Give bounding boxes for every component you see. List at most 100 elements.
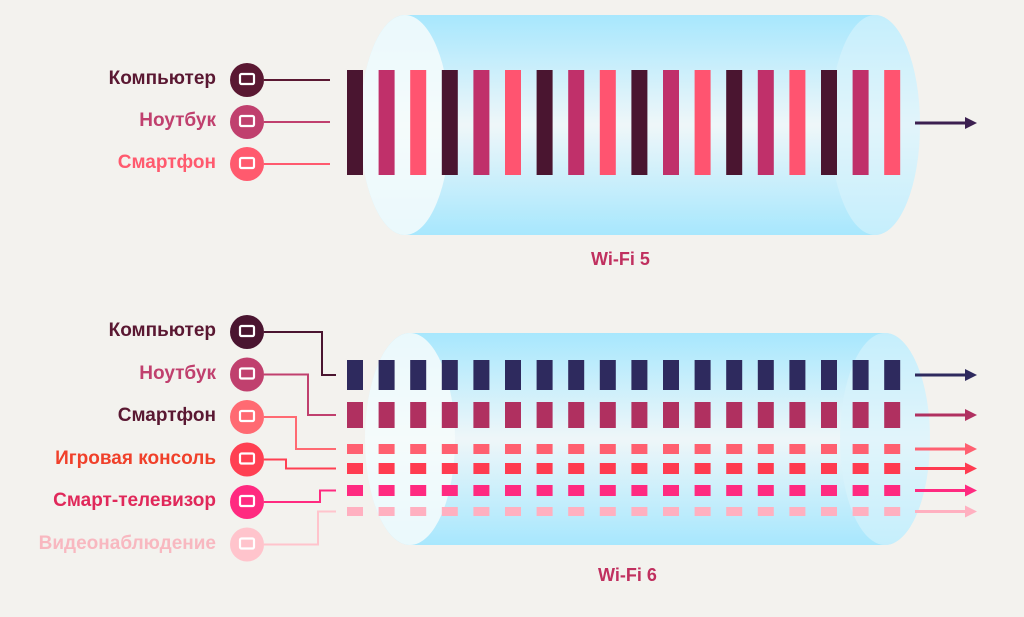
laptop-icon-glyph xyxy=(238,367,256,380)
connector-line xyxy=(264,489,336,503)
arrow-icon-head xyxy=(965,443,977,455)
packet-bar xyxy=(663,402,679,428)
connector-line xyxy=(264,510,336,546)
wifi5-diagram xyxy=(230,15,977,235)
packet-bar xyxy=(473,360,490,390)
packet-bar xyxy=(821,463,837,474)
packet-bar xyxy=(631,402,648,428)
packet-bar xyxy=(473,402,490,428)
packet-bar xyxy=(631,463,648,474)
packet-bar xyxy=(663,463,679,474)
connector-line xyxy=(264,331,336,376)
desktop-icon-glyph xyxy=(238,72,256,86)
packet-bar xyxy=(694,70,711,175)
packet-bar xyxy=(694,485,711,496)
packet-bar xyxy=(347,402,363,428)
packet-bar xyxy=(726,485,743,496)
packet-bar xyxy=(757,463,774,474)
gamepad-icon xyxy=(230,442,264,477)
packet-bar xyxy=(789,463,806,474)
arrow-icon-head xyxy=(965,117,977,129)
packet-bar xyxy=(473,507,490,516)
packet-bar xyxy=(536,360,553,390)
arrow-icon-head xyxy=(965,484,977,497)
packet-bar xyxy=(536,463,553,474)
packet-bar xyxy=(663,360,679,390)
packet-bar xyxy=(599,444,616,454)
desktop-icon-glyph xyxy=(238,324,256,338)
packet-bar xyxy=(663,70,679,175)
packet-bar xyxy=(410,360,427,390)
packet-bar xyxy=(852,70,869,175)
packet-bar xyxy=(726,70,743,175)
packet-bar xyxy=(599,485,616,496)
packet-bar xyxy=(821,70,837,175)
packet-bar xyxy=(852,402,869,428)
packet-bar xyxy=(821,402,837,428)
packet-bar xyxy=(884,507,901,516)
connector-line xyxy=(264,416,336,450)
packet-bar xyxy=(568,507,585,516)
packet-bar xyxy=(821,507,837,516)
packet-bar xyxy=(694,507,711,516)
packet-bar xyxy=(473,70,490,175)
wifi6-tube-left-end xyxy=(365,333,455,545)
packet-bar xyxy=(410,402,427,428)
smartphone-icon-glyph xyxy=(238,156,256,170)
packet-bar xyxy=(505,463,521,474)
gamepad-icon-glyph xyxy=(238,452,256,465)
packet-bar xyxy=(757,70,774,175)
packet-bar xyxy=(789,360,806,390)
packet-bar xyxy=(568,70,585,175)
packet-bar xyxy=(789,507,806,516)
packet-bar xyxy=(789,444,806,454)
packet-bar xyxy=(789,402,806,428)
laptop-icon xyxy=(230,105,264,139)
packet-bar xyxy=(568,402,585,428)
packet-bar xyxy=(441,463,458,474)
packet-bar xyxy=(378,507,395,516)
packet-bar xyxy=(631,485,648,496)
packet-bar xyxy=(505,444,521,454)
camera-home-icon xyxy=(230,527,264,562)
packet-bar xyxy=(599,360,616,390)
camera-home-icon-glyph xyxy=(238,537,256,550)
tv-icon-glyph xyxy=(238,494,256,508)
packet-bar xyxy=(536,507,553,516)
packet-bar xyxy=(378,485,395,496)
laptop-icon-glyph xyxy=(238,114,256,128)
packet-bar xyxy=(378,444,395,454)
packet-bar xyxy=(789,485,806,496)
wifi5-tube-right-end xyxy=(830,15,920,235)
packet-bar xyxy=(884,444,901,454)
packet-bar xyxy=(347,360,363,390)
packet-bar xyxy=(568,485,585,496)
packet-bar xyxy=(536,485,553,496)
packet-bar xyxy=(441,360,458,390)
packet-bar xyxy=(568,463,585,474)
packet-bar xyxy=(505,360,521,390)
packet-bar xyxy=(505,402,521,428)
packet-bar xyxy=(757,485,774,496)
packet-bar xyxy=(821,360,837,390)
laptop-icon xyxy=(230,357,264,392)
packet-bar xyxy=(726,444,743,454)
packet-bar xyxy=(852,485,869,496)
packet-bar xyxy=(378,360,395,390)
device-label: Ноутбук xyxy=(139,110,216,131)
packet-bar xyxy=(505,70,521,175)
packet-bar xyxy=(410,507,427,516)
arrow-icon-head xyxy=(965,505,977,518)
packet-bar xyxy=(347,485,363,496)
packet-bar xyxy=(473,444,490,454)
packet-bar xyxy=(536,444,553,454)
packet-bar xyxy=(852,463,869,474)
packet-bar xyxy=(726,463,743,474)
packet-bar xyxy=(663,507,679,516)
packet-bar xyxy=(536,402,553,428)
packet-bar xyxy=(599,70,616,175)
packet-bar xyxy=(663,444,679,454)
packet-bar xyxy=(473,463,490,474)
packet-bar xyxy=(694,444,711,454)
device-label: Смартфон xyxy=(117,152,216,173)
